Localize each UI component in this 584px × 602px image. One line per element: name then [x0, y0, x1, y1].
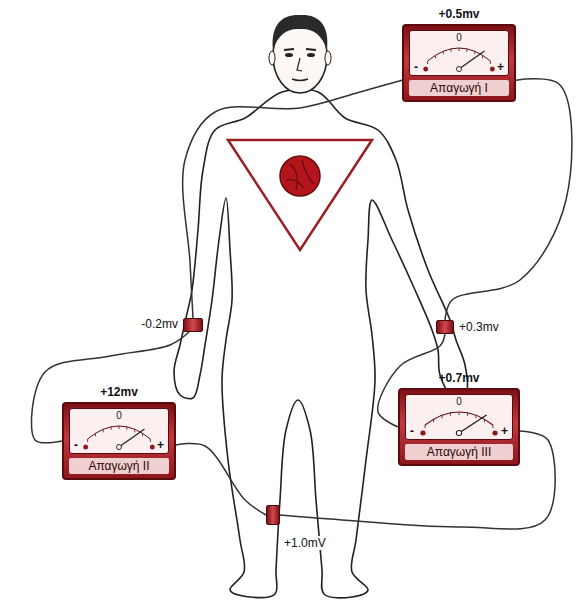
lead-name: Απαγωγή I — [409, 80, 509, 96]
lead-name: Απαγωγή II — [69, 458, 169, 474]
electrode: +0.3mv — [436, 320, 454, 334]
needle-pivot — [457, 67, 462, 72]
needle — [459, 415, 487, 433]
scale-zero: 0 — [116, 410, 122, 421]
terminal-plus: + — [501, 424, 508, 438]
dial-tick — [466, 49, 467, 52]
einthoven-triangle — [228, 140, 372, 250]
needle — [119, 429, 144, 447]
reading-value: +0.5mv — [438, 7, 479, 21]
dial-tick — [451, 49, 452, 52]
dial-tick — [111, 427, 112, 430]
meter-dial: 0 - + — [409, 30, 509, 76]
dial-tick — [427, 61, 428, 64]
lead-wire — [445, 79, 572, 320]
dial-tick — [95, 433, 96, 436]
dial-scale — [88, 426, 151, 439]
needle-pivot — [456, 431, 461, 436]
dial-tick — [459, 48, 460, 51]
terminal — [423, 67, 428, 72]
terminal-plus: + — [157, 438, 164, 452]
dial-tick — [443, 51, 444, 54]
meter-dial: 0 - + — [405, 394, 513, 440]
terminal — [492, 431, 497, 436]
dial-tick — [475, 415, 476, 418]
galvanometer: +0.7mv0-+Απαγωγή III — [398, 388, 520, 466]
scale-zero: 0 — [456, 396, 462, 407]
galvanometer: +0.5mv0-+Απαγωγή I — [402, 24, 516, 102]
nose — [297, 58, 302, 71]
dial-tick — [450, 413, 451, 416]
terminal-minus: - — [74, 438, 78, 452]
potential-value: +0.3mv — [458, 320, 500, 334]
terminal-minus: - — [414, 60, 418, 74]
eye — [285, 53, 293, 57]
dial-tick — [467, 413, 468, 416]
eye — [307, 53, 315, 57]
dial-tick — [142, 433, 143, 436]
dial-tick — [442, 415, 443, 418]
heart — [280, 156, 320, 196]
lead-wire — [176, 443, 266, 515]
electrode: +1.0mV — [266, 505, 280, 525]
dial-tick — [433, 419, 434, 422]
dial-tick — [482, 55, 483, 58]
ear — [269, 51, 275, 65]
terminal — [420, 431, 425, 436]
dial-tick — [435, 55, 436, 58]
dial-tick — [484, 419, 485, 422]
meter-dial: 0 - + — [69, 408, 169, 454]
ear — [325, 51, 331, 65]
dial-tick — [119, 426, 120, 429]
dial-scale — [425, 412, 493, 425]
heart-detail — [286, 160, 314, 190]
needle-pivot — [117, 445, 122, 450]
body-outline — [174, 89, 468, 598]
dial-tick — [103, 429, 104, 432]
galvanometer: +12mv0-+Απαγωγή II — [62, 402, 176, 480]
dial-tick — [87, 439, 88, 442]
eyebrows — [284, 49, 316, 50]
dial-tick — [126, 427, 127, 430]
electrode: -0.2mv — [183, 318, 203, 332]
reading-value: +12mv — [100, 385, 138, 399]
lead-name: Απαγωγή III — [405, 444, 513, 460]
mouth — [292, 79, 308, 81]
terminal — [83, 445, 88, 450]
dial-tick — [474, 51, 475, 54]
scale-zero: 0 — [456, 32, 462, 43]
reading-value: +0.7mv — [438, 371, 479, 385]
dial-tick — [134, 429, 135, 432]
lead-wire — [183, 80, 402, 318]
potential-value: +1.0mV — [283, 536, 327, 550]
terminal — [490, 67, 495, 72]
dial-tick — [490, 61, 491, 64]
dial-tick — [425, 425, 426, 428]
terminal-minus: - — [410, 424, 414, 438]
dial-tick — [150, 439, 151, 442]
dial-scale — [428, 48, 491, 61]
terminal-plus: + — [497, 60, 504, 74]
dial-tick — [492, 425, 493, 428]
hair — [273, 15, 328, 50]
terminal — [150, 445, 155, 450]
dial-tick — [459, 412, 460, 415]
needle — [459, 51, 484, 69]
potential-value: -0.2mv — [140, 317, 179, 331]
